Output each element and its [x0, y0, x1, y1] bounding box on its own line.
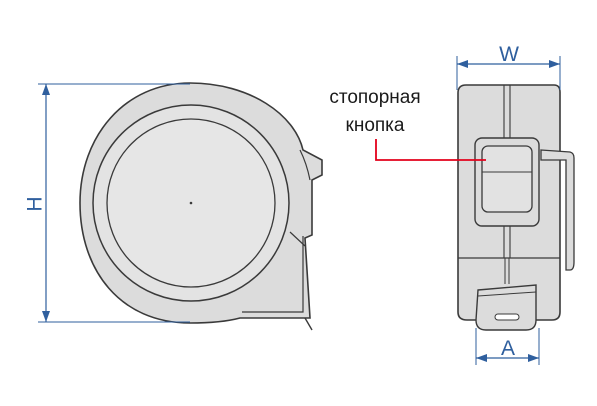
belt-clip-edge: [299, 149, 311, 181]
lock-button-callout: стопорная кнопка: [329, 87, 486, 161]
callout-line1: стопорная: [329, 87, 420, 108]
belt-clip: [540, 149, 575, 271]
front-view: [457, 84, 575, 331]
hook-width-dimension: A: [475, 328, 540, 365]
callout-line2: кнопка: [346, 115, 405, 136]
height-label: H: [24, 196, 47, 211]
tape-exit: [242, 236, 304, 313]
side-view: [79, 82, 323, 331]
lock-button: [481, 145, 533, 213]
hook-slot: [494, 313, 520, 321]
hook-width-label: A: [501, 337, 515, 360]
callout-leader: [375, 139, 486, 161]
tape-hook: [475, 284, 537, 331]
width-dimension: W: [456, 43, 561, 90]
width-label: W: [499, 43, 519, 66]
height-dimension: H: [24, 83, 190, 323]
center-dot: [189, 201, 193, 205]
